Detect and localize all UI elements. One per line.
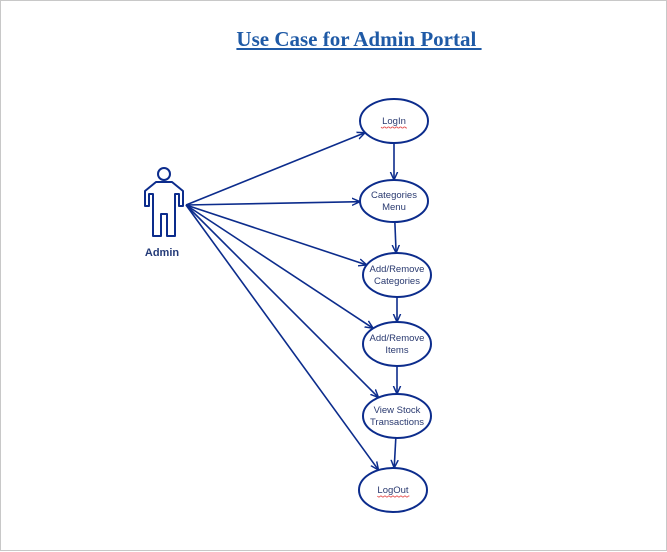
spellcheck-squiggle xyxy=(377,495,410,498)
association-arrow-logout xyxy=(185,204,379,470)
actor: Admin xyxy=(144,167,184,259)
association-arrow-add-remove-categories xyxy=(185,204,367,265)
use-case-label: Transactions xyxy=(370,417,424,428)
flow-arrow-categories-menu xyxy=(395,221,396,253)
use-case-label: Add/Remove xyxy=(370,264,425,275)
use-case-label: Items xyxy=(385,345,408,356)
use-case-label: Menu xyxy=(382,202,406,213)
use-case-label: View Stock xyxy=(374,405,421,416)
use-case-label: LogOut xyxy=(377,485,409,496)
use-case-ellipse xyxy=(359,98,429,144)
use-case-label: Add/Remove xyxy=(370,333,425,344)
association-arrow-add-remove-items xyxy=(185,204,373,328)
use-case-ellipse xyxy=(358,467,428,513)
use-case-ellipse xyxy=(359,179,429,223)
use-case-ellipse xyxy=(362,321,432,367)
use-case-ellipse xyxy=(362,252,432,298)
use-case-label: Categories xyxy=(374,276,420,287)
association-arrow-view-stock-transactions xyxy=(185,204,379,398)
actor-label: Admin xyxy=(145,247,180,259)
use-case-login[interactable]: LogIn xyxy=(359,98,429,144)
association-arrow-categories-menu xyxy=(185,202,360,205)
association-arrow-login xyxy=(185,133,365,206)
use-case-logout[interactable]: LogOut xyxy=(358,467,428,513)
spellcheck-squiggle xyxy=(380,126,407,129)
use-case-label: Categories xyxy=(371,190,417,201)
diagram-title: Use Case for Admin Portal xyxy=(236,27,482,51)
use-cases: LogInCategoriesMenuAdd/RemoveCategoriesA… xyxy=(358,98,432,513)
actor-associations xyxy=(185,133,379,470)
flow-arrow-view-stock-transactions xyxy=(394,437,396,468)
use-case-label: LogIn xyxy=(382,116,406,127)
use-case-ellipse xyxy=(362,393,432,439)
use-case-flow-arrows xyxy=(394,143,397,468)
stick-figure-icon xyxy=(144,167,184,237)
